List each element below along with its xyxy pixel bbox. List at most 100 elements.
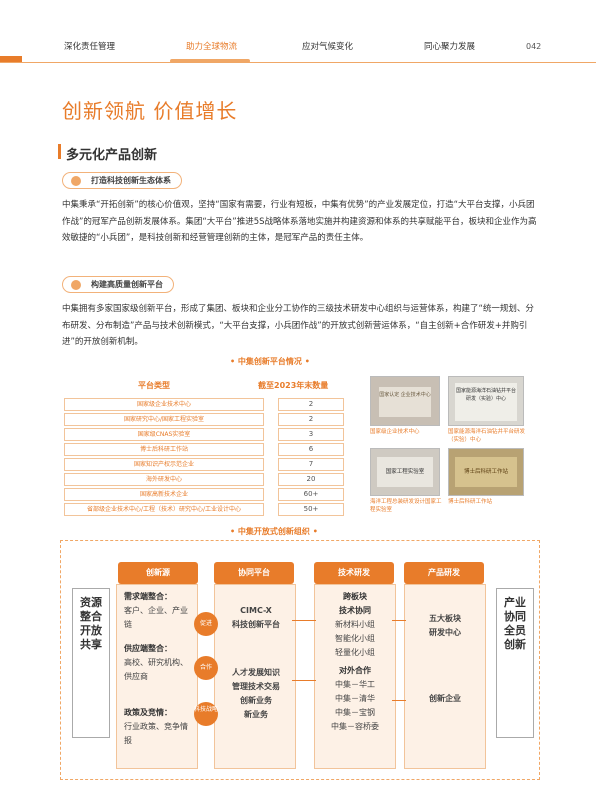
table-cell-count: 3 xyxy=(278,428,344,441)
photo-engineering-lab: 国家工程实验室 xyxy=(370,448,440,496)
column-head-4: 产品研发 xyxy=(404,562,484,584)
platform-line-5: 创新业务 xyxy=(240,696,272,705)
table-cell-count: 6 xyxy=(278,443,344,456)
page-title: 创新领航 价值增长 xyxy=(62,99,238,123)
org-title: • 中集开放式创新组织 • xyxy=(230,527,318,536)
source-demand: 需求端整合： 客户、企业、产业链 xyxy=(124,590,194,632)
nav-item-2[interactable]: 助力全球物流 xyxy=(186,42,238,52)
source-supply-head: 供应端整合： xyxy=(124,644,172,653)
platform-cimcx: CIMC-X 科技创新平台 xyxy=(226,604,286,632)
platform-line-6: 新业务 xyxy=(244,710,268,719)
tech-line-7: 中集－华工 xyxy=(335,680,375,689)
page-number: 042 xyxy=(526,42,542,51)
subsection-pill-1: 打造科技创新生态体系 xyxy=(62,172,182,189)
table-cell-type: 国家级CNAS实验室 xyxy=(64,428,264,441)
arrow-connector xyxy=(392,620,406,621)
column-innovation-source xyxy=(116,584,198,769)
arrow-connector xyxy=(292,680,316,681)
table-cell-type: 博士后科研工作站 xyxy=(64,443,264,456)
table-cell-count: 50+ xyxy=(278,503,344,516)
section-bar xyxy=(58,144,61,159)
nav-item-3[interactable]: 应对气候变化 xyxy=(302,42,354,52)
column-head-3: 技术研发 xyxy=(314,562,394,584)
table-cell-type: 省部级企业技术中心/工程（技术）研究中心/工业设计中心 xyxy=(64,503,264,516)
table-cell-count: 2 xyxy=(278,413,344,426)
subsection-label: 构建高质量创新平台 xyxy=(91,280,163,289)
table-cell-type: 国家高新技术企业 xyxy=(64,488,264,501)
plaque-text: 博士后科研工作站 xyxy=(455,457,517,487)
platform-line-2: 科技创新平台 xyxy=(232,620,280,629)
tech-line-6: 对外合作 xyxy=(339,666,371,675)
pill-icon xyxy=(71,280,81,290)
column-tech-rd xyxy=(314,584,396,769)
table-cell-count: 20 xyxy=(278,473,344,486)
section-title: 多元化产品创新 xyxy=(66,148,158,163)
nav-item-4[interactable]: 同心聚力发展 xyxy=(424,42,476,52)
nav-item-1[interactable]: 深化责任管理 xyxy=(64,42,116,52)
source-supply-body: 高校、研究机构、供应商 xyxy=(124,658,188,681)
table-cell-type: 国家级企业技术中心 xyxy=(64,398,264,411)
table-cell-count: 2 xyxy=(278,398,344,411)
tech-line-10: 中集－容桥委 xyxy=(331,722,379,731)
product-line-2: 研发中心 xyxy=(429,628,461,637)
source-demand-body: 客户、企业、产业链 xyxy=(124,606,188,629)
source-supply: 供应端整合： 高校、研究机构、供应商 xyxy=(124,642,194,684)
photo-energy-center: 国家能源海洋石油钻井平台研发（实验）中心 xyxy=(448,376,524,426)
column-head-1: 创新源 xyxy=(118,562,198,584)
column-collab-platform xyxy=(214,584,296,769)
tech-line-9: 中集－宝钢 xyxy=(335,708,375,717)
photo-caption-1: 国家级企业技术中心 xyxy=(370,429,420,435)
photo-caption-4: 博士后科研工作站 xyxy=(448,499,493,505)
photo-caption-3: 海洋工程总装研发设计国家工程实验室 xyxy=(370,499,442,513)
arrow-connector xyxy=(392,700,406,701)
platform-line-1: CIMC-X xyxy=(240,606,272,615)
column-product-rd xyxy=(404,584,486,769)
org-title-text: 中集开放式创新组织 xyxy=(237,527,310,536)
subsection-pill-2: 构建高质量创新平台 xyxy=(62,276,174,293)
bubble-strategy: 科技战略 xyxy=(194,702,218,726)
product-centers: 五大板块研发中心 xyxy=(410,612,480,640)
header-active-marker xyxy=(170,59,250,63)
platform-talent: 人才发展知识管理技术交易创新业务新业务 xyxy=(222,666,290,722)
header-accent xyxy=(0,56,22,62)
left-side-box xyxy=(72,588,110,738)
photo-tech-center: 国家认定 企业技术中心 xyxy=(370,376,440,426)
table-header-count: 截至2023年末数量 xyxy=(258,381,329,390)
source-demand-head: 需求端整合： xyxy=(124,592,172,601)
platform-title-text: 中集创新平台情况 xyxy=(237,357,302,366)
column-head-2: 协同平台 xyxy=(214,562,294,584)
table-header-type: 平台类型 xyxy=(138,381,170,390)
plaque-text: 国家能源海洋石油钻井平台研发（实验）中心 xyxy=(455,383,517,421)
right-side-box xyxy=(496,588,534,738)
header-rule xyxy=(0,62,596,63)
paragraph-2: 中集拥有多家国家级创新平台，形成了集团、板块和企业分工协作的三级技术研发中心组织… xyxy=(62,304,534,347)
plaque-text: 国家工程实验室 xyxy=(377,457,433,487)
arrow-connector xyxy=(292,620,316,621)
table-cell-type: 国家知识产权示范企业 xyxy=(64,458,264,471)
table-cell-count: 60+ xyxy=(278,488,344,501)
plaque-text: 国家认定 企业技术中心 xyxy=(379,387,431,417)
table-cell-type: 海外研发中心 xyxy=(64,473,264,486)
tech-line-5: 轻量化小组 xyxy=(335,648,375,657)
platform-title: • 中集创新平台情况 • xyxy=(230,357,310,366)
platform-line-3: 人才发展知识 xyxy=(232,668,280,677)
source-policy-body: 行业政策、竞争情报 xyxy=(124,722,188,745)
tech-line-8: 中集－清华 xyxy=(335,694,375,703)
source-policy-head: 政策及竞情： xyxy=(124,708,172,717)
tech-line-3: 新材料小组 xyxy=(335,620,375,629)
bubble-cooperate: 合作 xyxy=(194,656,218,680)
product-line-1: 五大板块 xyxy=(429,614,461,623)
subsection-label: 打造科技创新生态体系 xyxy=(91,176,171,185)
paragraph-1: 中集秉承“开拓创新”的核心价值观，坚持“国家有需要，行业有短板，中集有优势”的产… xyxy=(62,200,537,243)
product-enterprise: 创新企业 xyxy=(429,694,461,703)
photo-caption-2: 国家能源海洋石油钻井平台研发（实验）中心 xyxy=(448,429,526,443)
table-cell-count: 7 xyxy=(278,458,344,471)
photo-postdoc-station: 博士后科研工作站 xyxy=(448,448,524,496)
tech-line-2: 技术协同 xyxy=(339,606,371,615)
right-side-text: 产业协同 全员创新 xyxy=(504,596,526,651)
pill-icon xyxy=(71,176,81,186)
table-cell-type: 国家研究中心/国家工程实验室 xyxy=(64,413,264,426)
source-policy: 政策及竞情： 行业政策、竞争情报 xyxy=(124,706,194,748)
left-side-text: 资源整合 开放共享 xyxy=(80,596,102,651)
bubble-promote: 促进 xyxy=(194,612,218,636)
